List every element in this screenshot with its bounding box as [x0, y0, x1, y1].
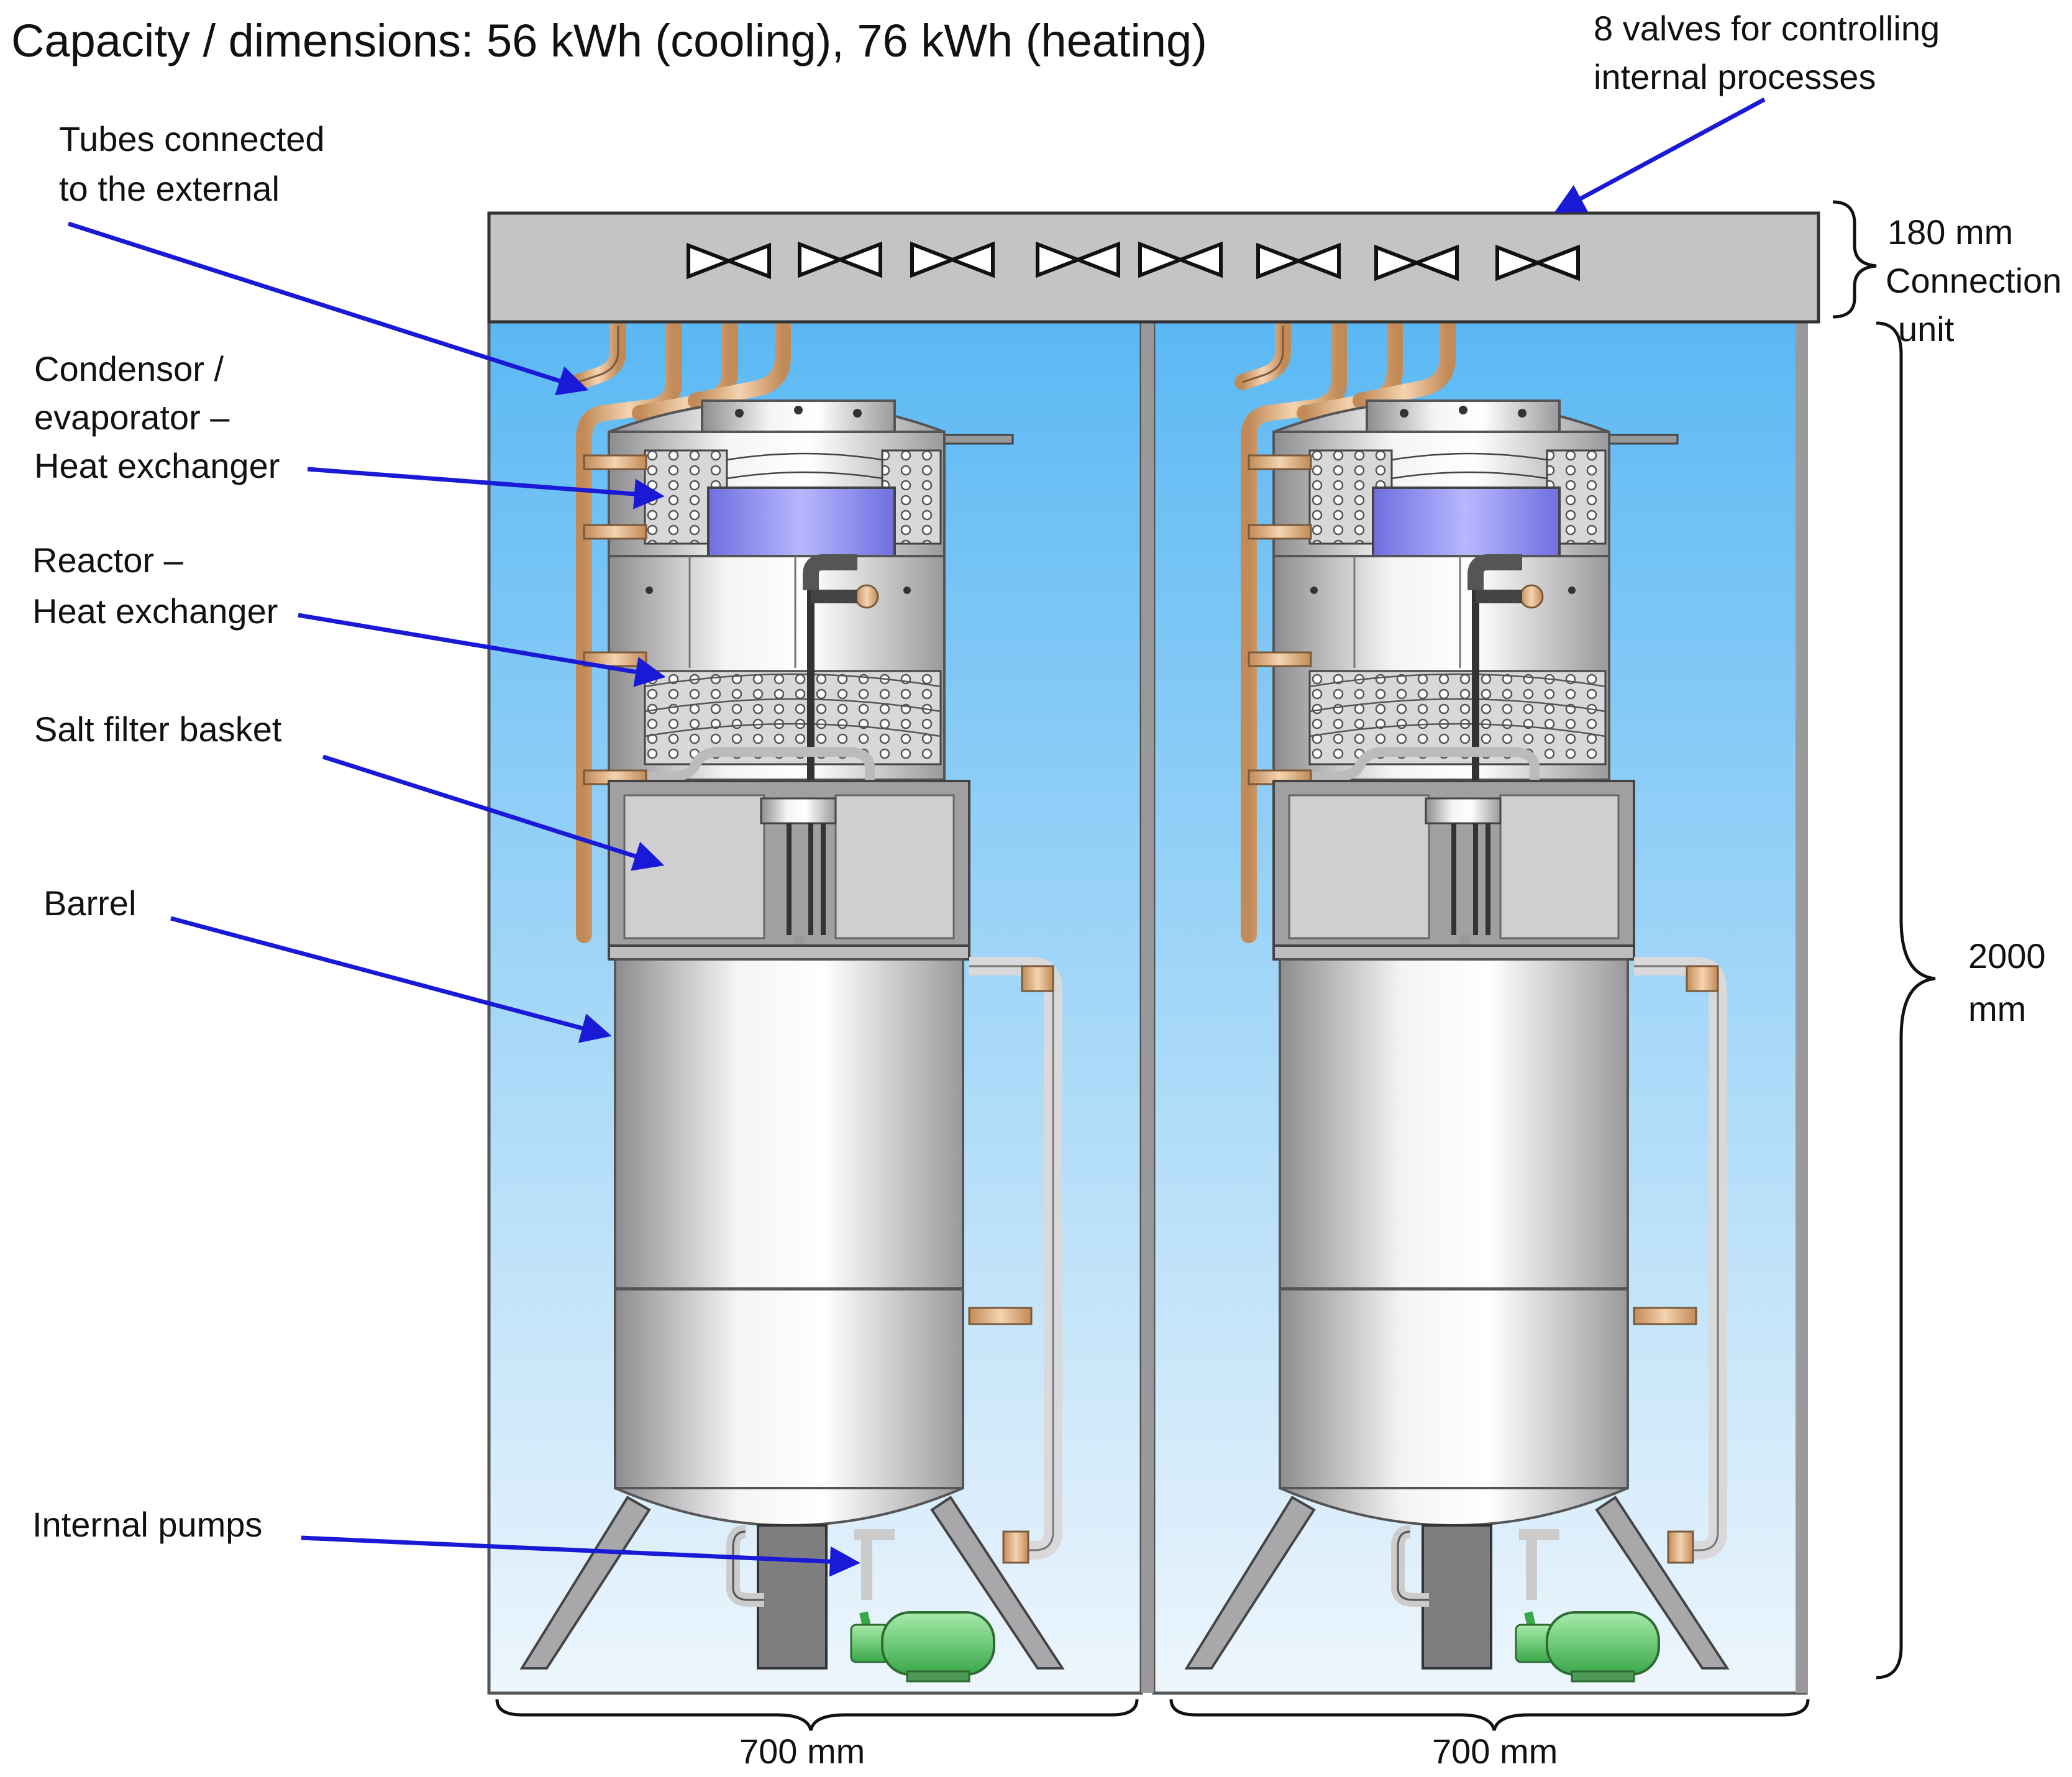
- label-salt-filter: Salt filter basket: [34, 710, 282, 749]
- arrow-barrel: [170, 916, 612, 1043]
- label-condensor-line1: Condensor /: [34, 349, 224, 388]
- valve-icon: [1495, 244, 1580, 281]
- label-barrel: Barrel: [43, 884, 137, 923]
- valve-icon: [687, 242, 771, 280]
- arrow-condensor: [307, 467, 665, 509]
- valve-icon: [1374, 244, 1459, 281]
- valve-icon: [798, 241, 882, 278]
- dim-total-height-line2: mm: [1968, 989, 2027, 1028]
- dim-connection-height: 180 mm: [1887, 212, 2014, 252]
- valve-icon: [1138, 241, 1223, 278]
- dim-total-height-line1: 2000: [1968, 936, 2046, 975]
- diagram-title: Capacity / dimensions: 56 kWh (cooling),…: [11, 15, 1207, 66]
- valve-icon: [1036, 241, 1120, 278]
- arrow-valves: [1554, 97, 1766, 213]
- brace-width-right: [1169, 1699, 1810, 1731]
- label-condensor-line3: Heat exchanger: [34, 446, 280, 485]
- brace-width-left: [495, 1699, 1139, 1731]
- arrow-reactor: [298, 613, 666, 687]
- label-tubes-line1: Tubes connected: [59, 119, 325, 158]
- label-condensor-line2: evaporator –: [34, 398, 230, 437]
- arrow-salt-filter: [322, 754, 665, 871]
- callout-arrows: [67, 97, 1766, 1577]
- dim-width-left: 700 mm: [739, 1732, 865, 1771]
- valve-icon: [1256, 242, 1341, 280]
- valve-icon: [910, 241, 995, 278]
- dim-connection-label-line1: Connection: [1886, 261, 2062, 300]
- arrow-pumps: [301, 1535, 860, 1577]
- dimension-braces: [495, 200, 1936, 1731]
- label-valves-line1: 8 valves for controlling: [1594, 9, 1940, 48]
- valve-icons: [687, 241, 1580, 281]
- dim-connection-label-line2: unit: [1898, 309, 1955, 349]
- arrow-tubes: [67, 221, 589, 396]
- label-valves-line2: internal processes: [1594, 57, 1876, 96]
- panel-divider: [1141, 314, 1154, 1693]
- dim-width-right: 700 mm: [1432, 1732, 1558, 1771]
- label-reactor-line1: Reactor –: [32, 541, 183, 580]
- label-pumps: Internal pumps: [32, 1505, 263, 1544]
- brace-connection-unit: [1832, 200, 1877, 319]
- brace-total-height: [1876, 321, 1936, 1679]
- panel-right-edge: [1796, 314, 1808, 1693]
- label-reactor-line2: Heat exchanger: [32, 592, 278, 631]
- label-tubes-line2: to the external: [59, 169, 280, 208]
